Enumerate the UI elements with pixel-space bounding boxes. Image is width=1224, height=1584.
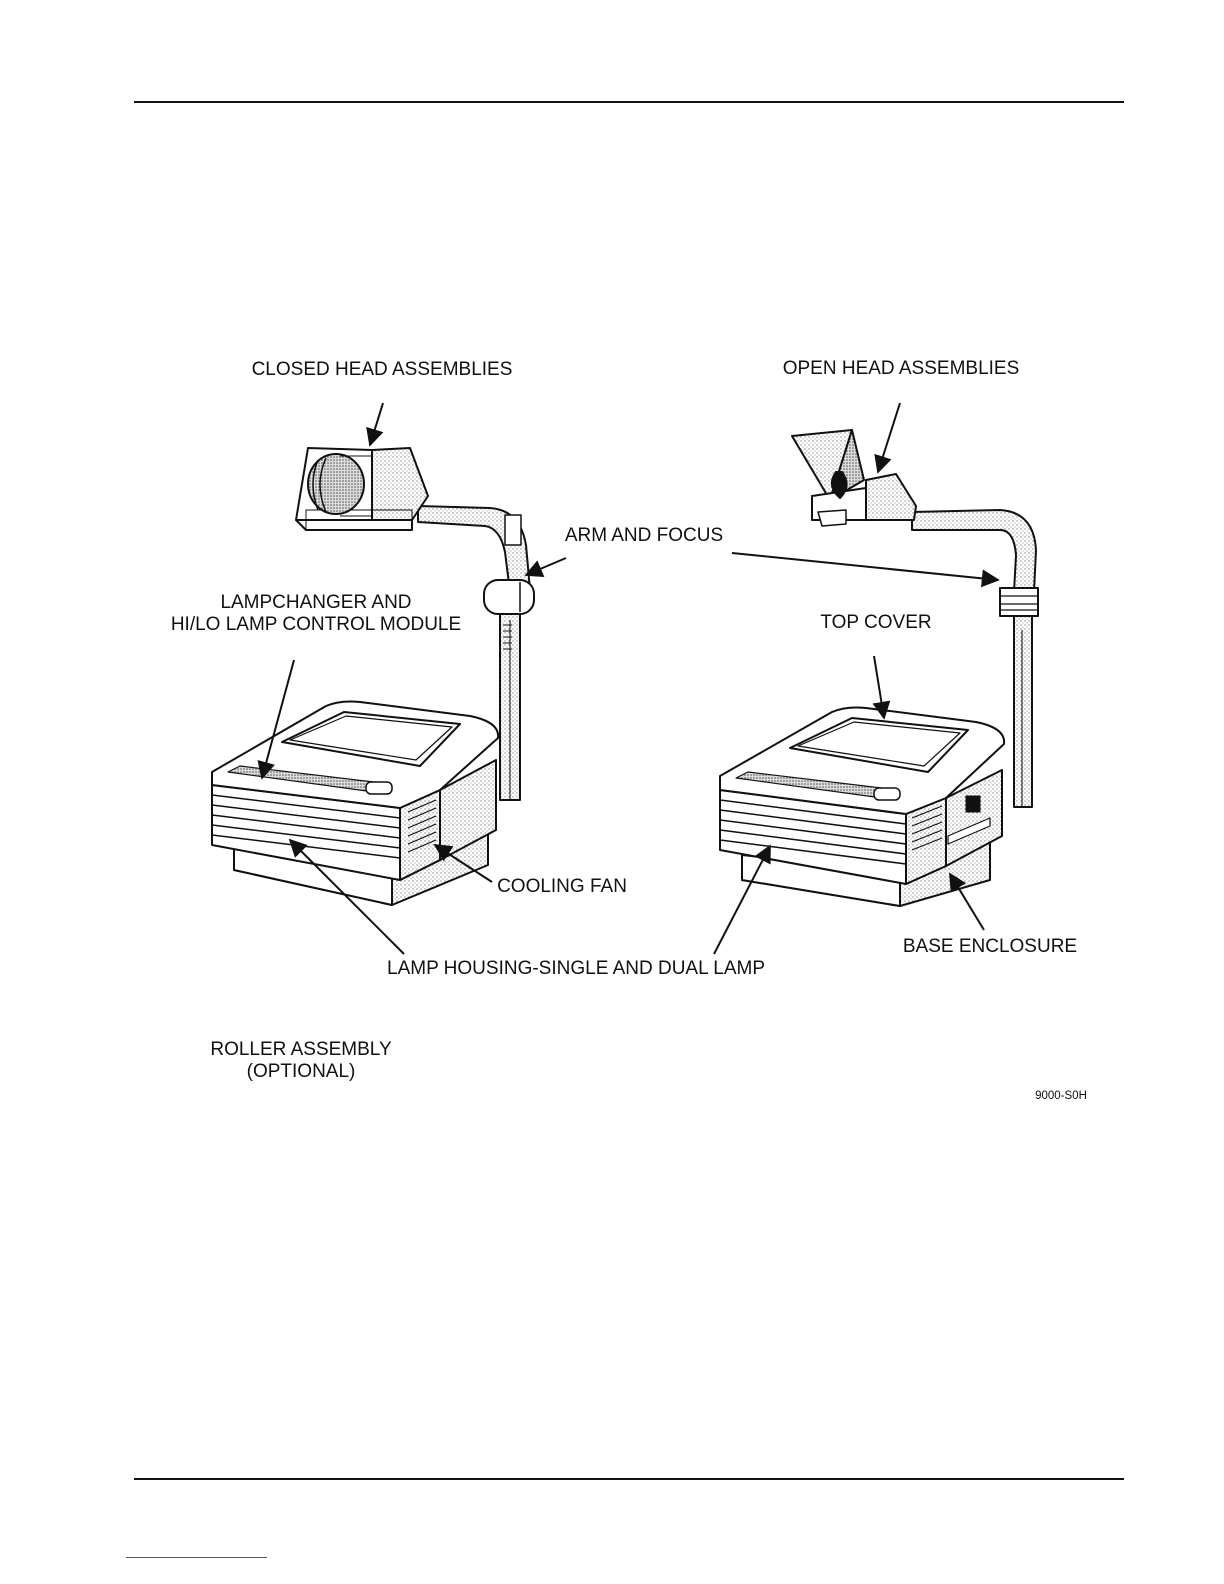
focus-collar-right: [1000, 588, 1038, 616]
closed-head: [296, 448, 428, 530]
leader-arm-right: [732, 553, 998, 580]
base-right: [720, 708, 1004, 907]
closed-head-projector: [212, 448, 534, 905]
label-lampchanger-1: LAMPCHANGER AND: [220, 592, 411, 613]
label-arm-focus: ARM AND FOCUS: [565, 525, 723, 546]
arm-right: [912, 510, 1036, 592]
leader-closed-head: [370, 403, 383, 445]
label-top-cover: TOP COVER: [820, 612, 931, 633]
label-lampchanger-2: HI/LO LAMP CONTROL MODULE: [171, 614, 461, 635]
label-closed-head: CLOSED HEAD ASSEMBLIES: [252, 359, 513, 380]
label-open-head: OPEN HEAD ASSEMBLIES: [783, 358, 1020, 379]
leader-open-head: [878, 403, 900, 472]
leader-arm-left: [526, 558, 566, 575]
label-lamp-housing: LAMP HOUSING-SINGLE AND DUAL LAMP: [387, 958, 765, 979]
open-head: [792, 430, 916, 526]
base-left: [212, 702, 498, 906]
label-roller-1: ROLLER ASSEMBLY: [210, 1039, 392, 1060]
figure-code: 9000-S0H: [1035, 1090, 1087, 1102]
label-base-enclosure: BASE ENCLOSURE: [903, 936, 1077, 957]
focus-knob-left: [484, 580, 534, 614]
post-right: [1014, 612, 1032, 807]
arm-bracket-left: [505, 515, 521, 545]
open-head-projector: [720, 430, 1038, 906]
label-roller-2: (OPTIONAL): [247, 1061, 356, 1082]
label-cooling-fan: COOLING FAN: [497, 876, 627, 897]
